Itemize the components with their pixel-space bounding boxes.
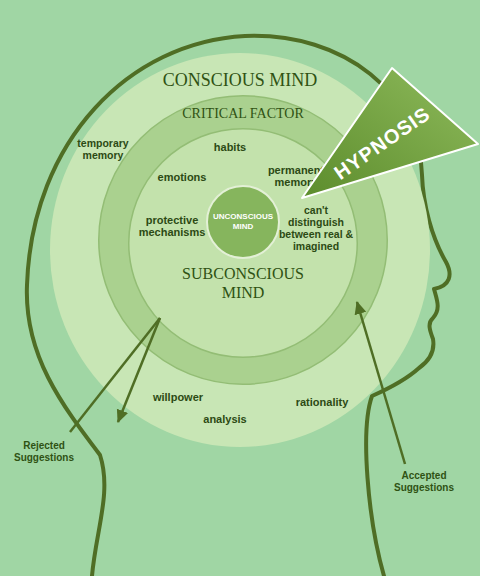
region-title: UNCONSCIOUS MIND — [209, 212, 277, 232]
mind-function: protective mechanisms — [137, 214, 207, 238]
mind-function: temporary memory — [74, 137, 132, 161]
unconscious-mind-circle: UNCONSCIOUS MIND — [206, 185, 280, 259]
hypnosis-wedge-outline — [302, 68, 478, 198]
subconscious-mind-region: SUBCONSCIOUS MINDhabitsemotionspermanent… — [128, 128, 358, 358]
region-title: SUBCONSCIOUS MIND — [168, 264, 318, 302]
mind-function: can't distinguish between real & imagine… — [278, 204, 354, 252]
mind-function: emotions — [150, 171, 214, 183]
rejected-arrow — [118, 318, 160, 422]
callout-label: Accepted Suggestions — [388, 470, 460, 494]
region-title: CONSCIOUS MIND — [130, 70, 350, 90]
hypnosis-wedge: HYPNOSIS — [300, 62, 480, 202]
subconscious-mind-region-outline — [129, 129, 358, 358]
mind-function: analysis — [195, 413, 255, 425]
region-title: CRITICAL FACTOR — [143, 106, 343, 121]
unconscious-mind-circle-outline — [207, 186, 279, 258]
callout-label: Rejected Suggestions — [6, 440, 82, 464]
mind-function: habits — [205, 141, 255, 153]
accepted-arrow — [357, 302, 405, 464]
mind-function: rationality — [292, 396, 352, 408]
incoming-suggestion-line — [70, 318, 160, 432]
mind-function: willpower — [148, 391, 208, 403]
